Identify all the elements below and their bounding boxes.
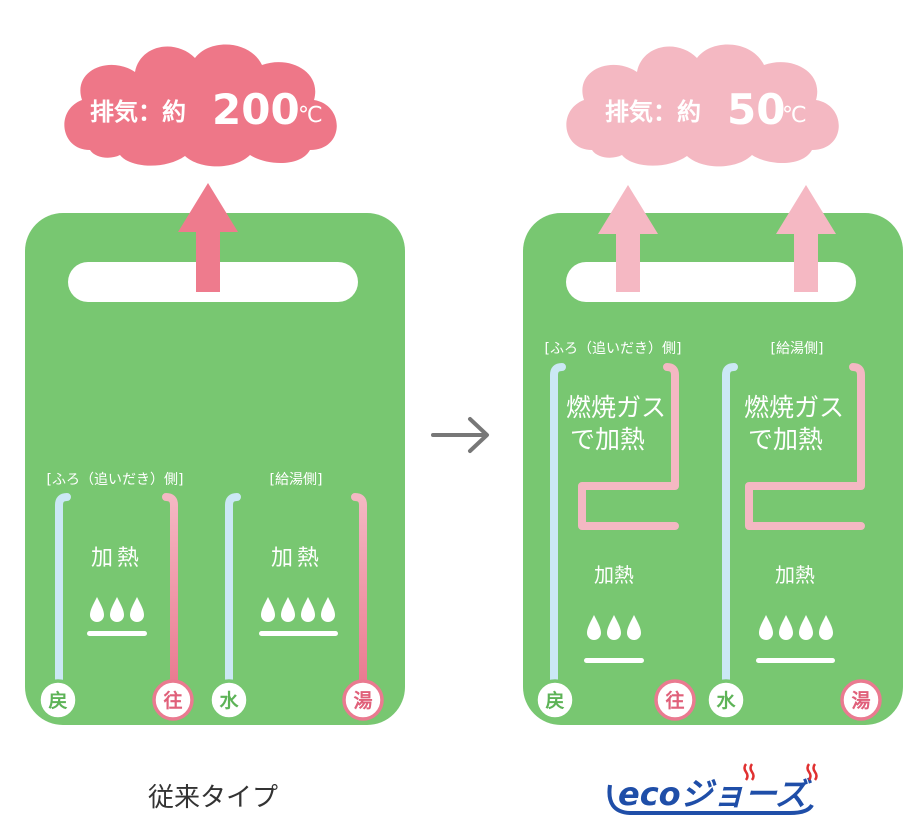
supply-burner-flames-icon [756,615,835,663]
supply-preheat-label-line1: 燃焼ガス [744,393,844,422]
eco-jozu-logo: ecoジョーズ [607,763,818,815]
supply-preheat-label-line2: で加熱 [748,425,823,454]
conventional-caption: 従来タイプ [148,783,278,813]
bath-preheat-label-line1: 燃焼ガス [566,393,666,422]
supply-heat-label: 加熱 [775,563,815,587]
bath-side-label: [ふろ（追いだき）側] [545,341,682,357]
svg-text:湯: 湯 [353,690,372,712]
port-water: 水 [705,679,747,721]
exhaust-arrow-icon [776,185,836,292]
svg-text:水: 水 [219,690,239,712]
exhaust-label-prefix: 排気：約 [605,98,701,126]
supply-heat-label: 加熱 [271,546,323,571]
port-out: 往 [152,679,194,721]
port-hot: 湯 [342,679,384,721]
bath-preheat-label-line2: で加熱 [570,425,645,454]
supply-circuit-pipe [225,493,367,689]
exhaust-temperature-value: 50 [727,85,785,134]
bath-burner-flames-icon [87,597,147,636]
exhaust-arrow-icon [598,185,658,292]
bath-circuit-pipe [550,363,679,689]
exhaust-temperature-unit: ℃ [782,103,807,128]
unit-body [523,213,903,725]
svg-text:戻: 戻 [48,689,67,712]
svg-text:湯: 湯 [851,690,870,712]
unit-body [25,213,405,725]
port-water: 水 [208,679,250,721]
port-hot: 湯 [840,679,882,721]
svg-text:ecoジョーズ: ecoジョーズ [618,775,812,813]
conventional-unit: 排気：約 200 ℃ [ふろ（追いだき）側] [給湯側] 加熱 加熱 戻 往 [25,44,405,813]
bath-heat-label: 加熱 [91,546,143,571]
eco-unit: 排気：約 50 ℃ [ふろ（追いだき）側] [給湯側] 燃焼ガス で加熱 燃焼ガ… [523,44,903,815]
exhaust-cloud-hot [64,44,337,167]
exhaust-cloud-warm [566,44,839,167]
bath-burner-flames-icon [584,615,644,663]
bath-circuit-pipe [55,493,178,689]
supply-side-label: [給湯側] [771,340,824,357]
exhaust-label-prefix: 排気：約 [90,98,186,126]
port-return: 戻 [37,679,79,721]
exhaust-temperature-unit: ℃ [298,103,323,128]
svg-text:往: 往 [163,689,182,712]
svg-text:戻: 戻 [545,689,564,712]
bath-side-label: [ふろ（追いだき）側] [47,472,184,488]
right-arrow-icon [431,417,489,453]
supply-side-label: [給湯側] [270,471,323,488]
exhaust-temperature-value: 200 [212,85,300,134]
bath-heat-label: 加熱 [594,563,634,587]
supply-burner-flames-icon [259,597,338,636]
svg-text:往: 往 [665,689,684,712]
port-out: 往 [654,679,696,721]
port-return: 戻 [534,679,576,721]
exhaust-arrow-icon [178,183,238,292]
svg-text:水: 水 [716,690,736,712]
supply-circuit-pipe [722,363,865,689]
